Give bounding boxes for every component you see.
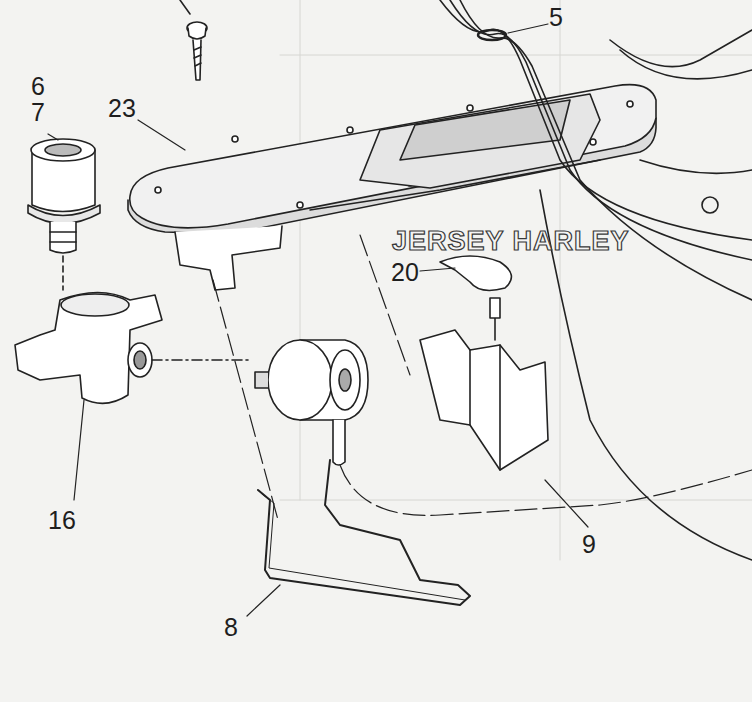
callout-number: 9 — [582, 532, 596, 557]
callout-number: 16 — [48, 508, 76, 533]
callout-number: 7 — [31, 100, 45, 125]
callout-number: 8 — [224, 615, 238, 640]
callout-number: 5 — [549, 5, 563, 30]
watermark: JERSEY HARLEY — [392, 228, 630, 255]
callout-number: 20 — [391, 260, 419, 285]
callout-number: 23 — [108, 96, 136, 121]
callout-number: 6 — [31, 74, 45, 99]
